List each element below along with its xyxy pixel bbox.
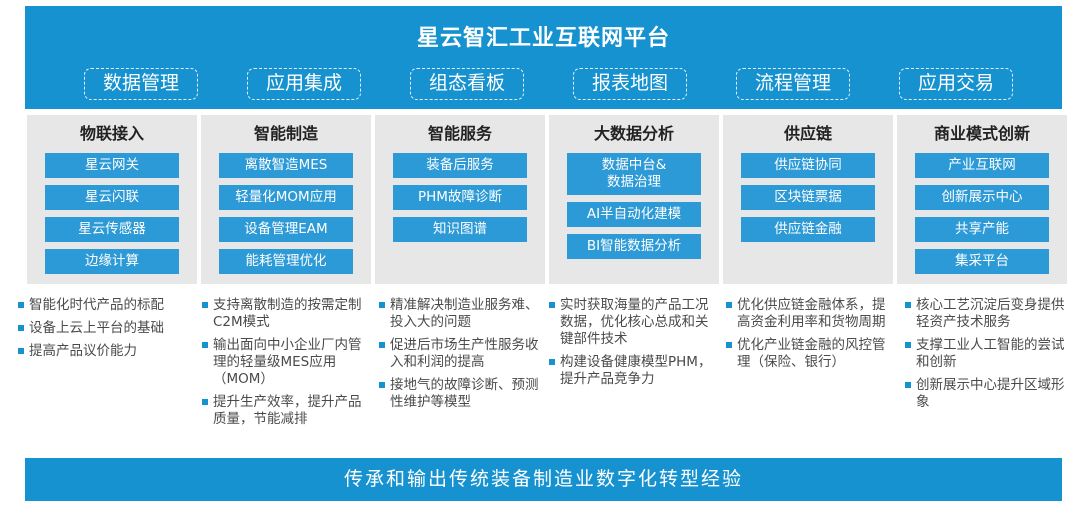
column-big-data: 大数据分析 数据中台&数据治理 AI半自动化建模 BI智能数据分析 [549,115,719,284]
platform-title: 星云智汇工业互联网平台 [416,26,670,51]
bullet-list-supply-chain: 优化供应链金融体系，提高资金利用率和货物周期 优化产业链金融的风控管理（保险、银… [724,297,894,377]
module-chip[interactable]: 共享产能 [915,217,1049,242]
bullet-square-icon [549,302,555,308]
module-chip[interactable]: 轻量化MOM应用 [219,185,353,210]
tab-app-trading[interactable]: 应用交易 [899,68,1013,100]
module-chip[interactable]: 设备管理EAM [219,217,353,242]
bullet-item: 支持离散制造的按需定制C2M模式 [200,297,368,331]
column-smart-service: 智能服务 装备后服务 PHM故障诊断 知识图谱 [375,115,545,284]
bullet-square-icon [202,399,208,405]
footer-banner: 传承和输出传统装备制造业数字化转型经验 [25,458,1062,501]
module-chip[interactable]: BI智能数据分析 [567,234,701,259]
bullet-item: 创新展示中心提升区域形象 [903,377,1071,411]
bullet-item: 构建设备健康模型PHM，提升产品竞争力 [547,354,719,388]
bullet-item: 接地气的故障诊断、预测性维护等模型 [377,377,543,411]
bullet-square-icon [18,348,24,354]
column-iot-access: 物联接入 星云网关 星云闪联 星云传感器 边缘计算 [27,115,197,284]
tab-process-management[interactable]: 流程管理 [736,68,850,100]
bullet-list-business-model: 核心工艺沉淀后变身提供轻资产技术服务 支撑工业人工智能的尝试和创新 创新展示中心… [903,297,1071,417]
tab-data-management[interactable]: 数据管理 [84,68,198,100]
module-chip[interactable]: AI半自动化建模 [567,202,701,227]
bullet-square-icon [379,382,385,388]
module-chip[interactable]: 边缘计算 [45,249,179,274]
bullet-list-big-data: 实时获取海量的产品工况数据，优化核心总成和关键部件技术 构建设备健康模型PHM，… [547,297,719,394]
module-chip[interactable]: 供应链协同 [741,153,875,178]
bullet-item: 优化供应链金融体系，提高资金利用率和货物周期 [724,297,894,331]
bullet-list-iot: 智能化时代产品的标配 设备上云上平台的基础 提高产品议价能力 [16,297,188,366]
tab-report-map[interactable]: 报表地图 [573,68,687,100]
module-chip[interactable]: 星云传感器 [45,217,179,242]
module-chip[interactable]: 区块链票据 [741,185,875,210]
platform-header: 星云智汇工业互联网平台 数据管理 应用集成 组态看板 报表地图 流程管理 应用交… [25,6,1062,109]
column-title: 供应链 [783,124,832,143]
bullet-list-manufacturing: 支持离散制造的按需定制C2M模式 输出面向中小企业厂内管理的轻量级MES应用（M… [200,297,368,434]
bullet-item: 设备上云上平台的基础 [16,320,188,337]
tab-dashboard[interactable]: 组态看板 [410,68,524,100]
bullet-item: 输出面向中小企业厂内管理的轻量级MES应用（MOM） [200,337,368,388]
bullet-square-icon [18,325,24,331]
bullet-list-service: 精准解决制造业服务难、投入大的问题 促进后市场生产性服务收入和利润的提高 接地气… [377,297,543,417]
module-chip[interactable]: 产业互联网 [915,153,1049,178]
module-chip[interactable]: 供应链金融 [741,217,875,242]
module-chip[interactable]: 集采平台 [915,249,1049,274]
column-title: 大数据分析 [593,124,674,143]
module-chip[interactable]: 数据中台&数据治理 [567,153,701,195]
bullet-item: 支撑工业人工智能的尝试和创新 [903,337,1071,371]
bullet-item: 优化产业链金融的风控管理（保险、银行） [724,337,894,371]
bullet-square-icon [726,342,732,348]
column-supply-chain: 供应链 供应链协同 区块链票据 供应链金融 [723,115,893,284]
column-smart-manufacturing: 智能制造 离散智造MES 轻量化MOM应用 设备管理EAM 能耗管理优化 [201,115,371,284]
column-title: 商业模式创新 [933,124,1030,143]
bullet-square-icon [379,342,385,348]
column-business-model: 商业模式创新 产业互联网 创新展示中心 共享产能 集采平台 [897,115,1067,284]
module-chip[interactable]: 创新展示中心 [915,185,1049,210]
tab-app-integration[interactable]: 应用集成 [247,68,361,100]
bullet-item: 精准解决制造业服务难、投入大的问题 [377,297,543,331]
module-chip[interactable]: 星云闪联 [45,185,179,210]
bullet-item: 提高产品议价能力 [16,343,188,360]
column-title: 物联接入 [79,124,144,143]
bullet-item: 促进后市场生产性服务收入和利润的提高 [377,337,543,371]
bullet-square-icon [905,302,911,308]
column-title: 智能服务 [427,124,492,143]
bullet-square-icon [726,302,732,308]
module-chip[interactable]: 星云网关 [45,153,179,178]
module-chip[interactable]: 装备后服务 [393,153,527,178]
bullet-square-icon [905,382,911,388]
bullet-item: 核心工艺沉淀后变身提供轻资产技术服务 [903,297,1071,331]
module-chip[interactable]: PHM故障诊断 [393,185,527,210]
module-chip[interactable]: 能耗管理优化 [219,249,353,274]
bullet-item: 实时获取海量的产品工况数据，优化核心总成和关键部件技术 [547,297,719,348]
module-chip[interactable]: 知识图谱 [393,217,527,242]
bullet-square-icon [202,342,208,348]
bullet-square-icon [202,302,208,308]
bullet-item: 提升生产效率，提升产品质量，节能减排 [200,394,368,428]
bullet-square-icon [549,359,555,365]
bullet-square-icon [905,342,911,348]
module-chip[interactable]: 离散智造MES [219,153,353,178]
bullet-square-icon [379,302,385,308]
bullet-item: 智能化时代产品的标配 [16,297,188,314]
bullet-square-icon [18,302,24,308]
column-title: 智能制造 [253,124,318,143]
